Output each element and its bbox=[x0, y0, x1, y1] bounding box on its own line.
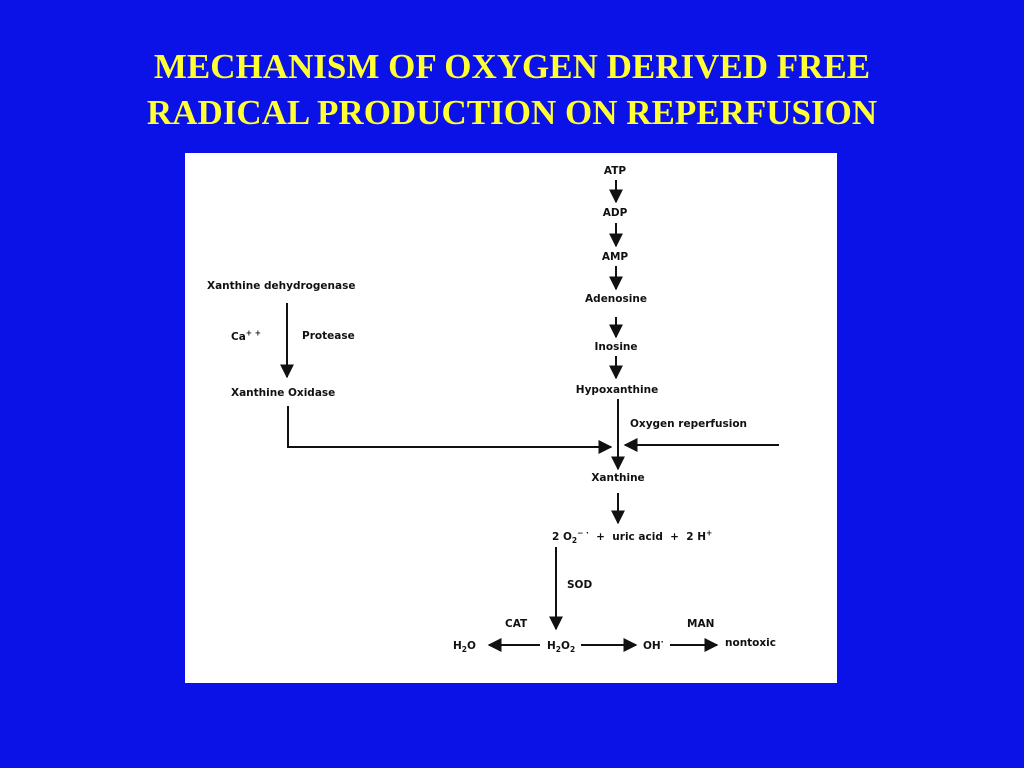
diagram-arrows bbox=[280, 180, 779, 652]
label-products: 2 O2− · + uric acid + 2 H+ bbox=[552, 528, 713, 546]
label-xanthine-oxidase: Xanthine Oxidase bbox=[231, 387, 336, 399]
label-oh: OH· bbox=[643, 637, 664, 652]
label-atp: ATP bbox=[603, 165, 627, 177]
label-h2o: H2O bbox=[453, 640, 476, 655]
label-man: MAN bbox=[687, 618, 715, 630]
label-oxygen-reperfusion: Oxygen reperfusion bbox=[630, 418, 748, 430]
label-hypoxanthine: Hypoxanthine bbox=[575, 384, 659, 396]
title-line-2: RADICAL PRODUCTION ON REPERFUSION bbox=[146, 93, 878, 132]
label-adp: ADP bbox=[602, 207, 628, 219]
label-protease: Protease bbox=[302, 330, 355, 342]
label-h2o2: H2O2 bbox=[547, 640, 576, 655]
title-line-1: MECHANISM OF OXYGEN DERIVED FREE bbox=[153, 47, 871, 86]
label-inosine: Inosine bbox=[594, 341, 638, 353]
label-ca: Ca+ + bbox=[231, 328, 261, 343]
label-xanthine-dehydrogenase: Xanthine dehydrogenase bbox=[207, 280, 356, 292]
label-nontoxic: nontoxic bbox=[725, 637, 776, 649]
label-xanthine: Xanthine bbox=[591, 472, 645, 484]
label-cat: CAT bbox=[505, 618, 528, 630]
diagram-panel: ATP ADP AMP Adenosine Inosine Hypoxanthi… bbox=[185, 153, 837, 683]
label-adenosine: Adenosine bbox=[585, 293, 647, 305]
label-amp: AMP bbox=[601, 251, 629, 263]
label-sod: SOD bbox=[567, 579, 593, 591]
arrow-xo-xanthine bbox=[287, 406, 613, 454]
slide-title: MECHANISM OF OXYGEN DERIVED FREE RADICAL… bbox=[0, 44, 1024, 136]
